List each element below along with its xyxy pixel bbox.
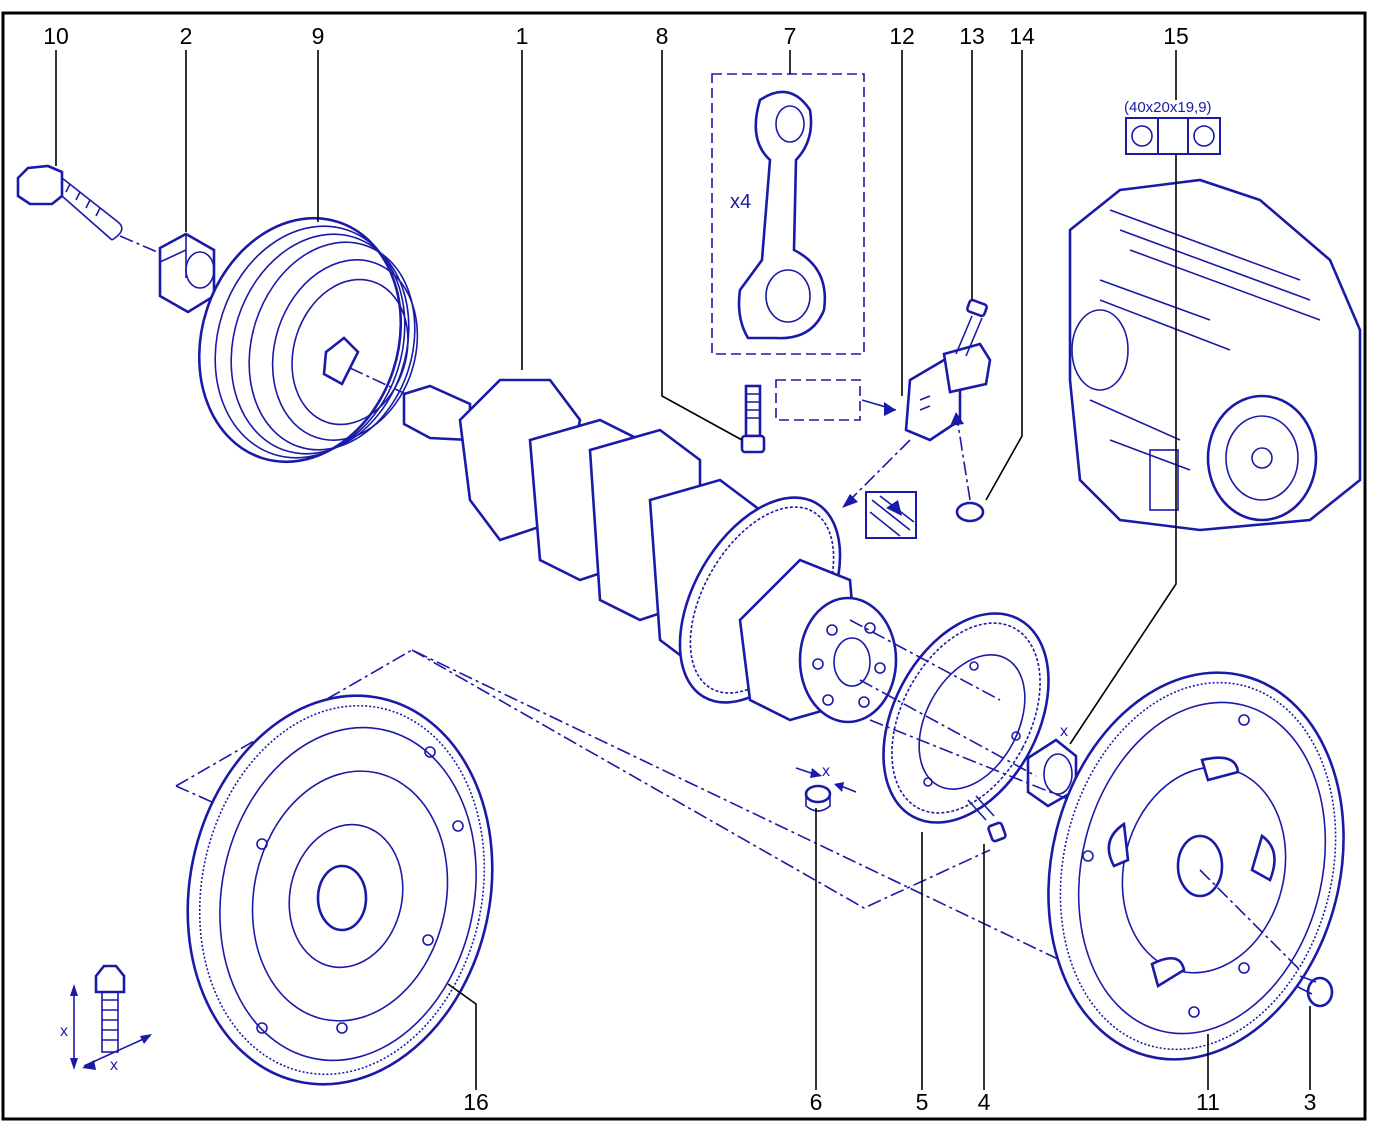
callout-2: 2 (180, 23, 193, 49)
part-5-reluctor-ring (882, 612, 1050, 824)
bearing-size-label: (40x20x19,9) (1124, 99, 1212, 116)
callout-15: 15 (1163, 23, 1189, 49)
part-3-flex-plate-bolt (1295, 975, 1334, 1008)
part-10-pulley-bolt (16, 164, 123, 241)
bolt-dim-x-label-2: x (110, 1057, 118, 1074)
callout-12: 12 (889, 23, 915, 49)
part-6-dowel-pin (795, 767, 857, 812)
callout-13: 13 (959, 23, 985, 49)
part-1-crankshaft (402, 378, 898, 724)
part-8-rod-bolt (740, 384, 766, 454)
callout-4: 4 (978, 1089, 991, 1115)
bearing-dim-x-label: x (1060, 723, 1068, 740)
part-16-flywheel (186, 694, 494, 1086)
callout-1: 1 (516, 23, 529, 49)
callout-10: 10 (43, 23, 69, 49)
bolt-dim-x-label: x (60, 1023, 68, 1040)
callout-11: 11 (1196, 1089, 1220, 1115)
part-14-o-ring (955, 501, 985, 523)
engine-location-image (1068, 178, 1362, 532)
border-frame (1, 11, 1367, 1121)
callout-14: 14 (1009, 23, 1035, 49)
dowel-dim-x-label: x (822, 763, 830, 780)
callout-9: 9 (312, 23, 325, 49)
quantity-label: x4 (730, 191, 751, 213)
callout-6: 6 (810, 1089, 823, 1115)
part-15-bearing-size: (40x20x19,9) (1124, 99, 1221, 155)
callout-8: 8 (656, 23, 669, 49)
callout-7: 7 (784, 23, 797, 49)
part-9-crankshaft-pulley (197, 216, 419, 464)
callout-16: 16 (463, 1089, 489, 1115)
bolt-length-symbol (70, 964, 152, 1070)
callout-5: 5 (916, 1089, 929, 1115)
part-13-screw (955, 298, 988, 357)
callout-3: 3 (1304, 1089, 1317, 1115)
part-7-connecting-rod (711, 73, 865, 355)
part-12-crank-sensor (775, 342, 992, 442)
part-15-pilot-bearing (1026, 738, 1078, 808)
sensor-symbol-icon (865, 491, 917, 539)
part-2-bushing (158, 232, 216, 314)
part-4-bolt (967, 795, 1007, 843)
part-11-flex-plate (1047, 671, 1345, 1061)
